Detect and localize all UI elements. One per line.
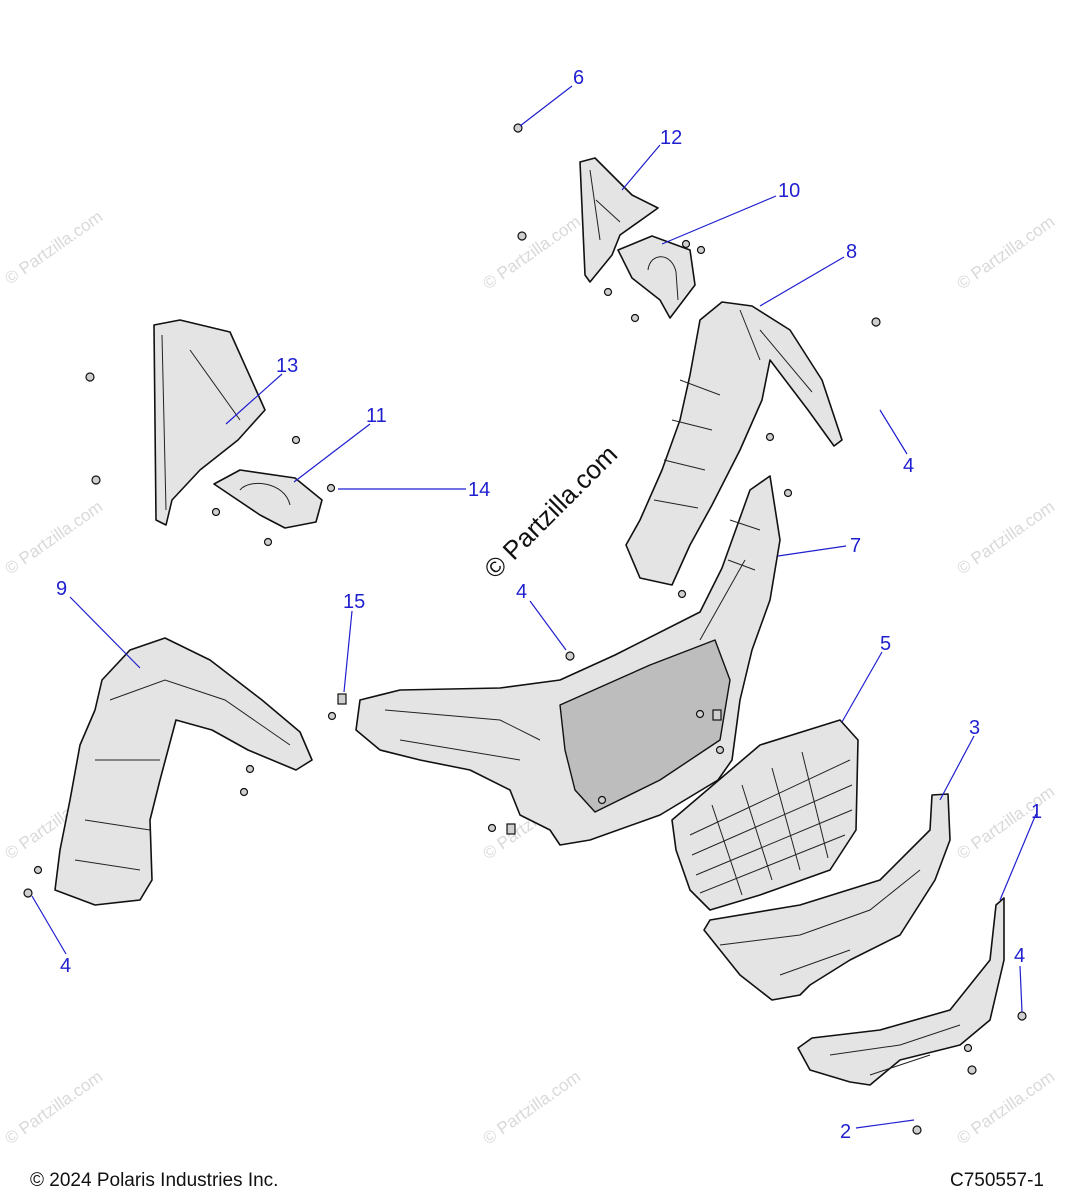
fastener <box>695 709 705 719</box>
leader-7 <box>777 545 847 557</box>
callout-7: 7 <box>850 535 861 557</box>
clip-nut <box>337 693 347 705</box>
fastener <box>517 231 527 241</box>
leader-4c <box>31 895 67 955</box>
callout-4-right-lower: 4 <box>1014 945 1025 967</box>
drawing-id: C750557-1 <box>949 1170 1044 1191</box>
leader-11 <box>293 423 371 483</box>
part-13-bracket <box>153 319 266 526</box>
leader-5 <box>841 651 883 723</box>
fastener <box>239 787 249 797</box>
part-7-frame <box>355 475 781 846</box>
fastener <box>33 865 43 875</box>
callout-labels: 6 12 10 8 13 11 14 4 7 9 15 4 5 3 1 4 4 … <box>56 67 1042 1143</box>
leader-4b <box>529 600 567 651</box>
leader-15 <box>343 610 353 693</box>
callout-13: 13 <box>276 355 298 377</box>
leader-13 <box>225 373 283 425</box>
leader-6 <box>519 85 573 127</box>
fastener <box>871 317 881 327</box>
part-9-fender <box>54 637 313 906</box>
fastener <box>263 537 273 547</box>
watermark-tile: © Partzilla.com <box>479 212 584 293</box>
fastener <box>963 1043 973 1053</box>
fastener <box>967 1065 977 1075</box>
fastener <box>912 1125 922 1135</box>
watermark-tile: © Partzilla.com <box>953 1067 1058 1148</box>
watermark-tile: © Partzilla.com <box>1 1067 106 1148</box>
fastener <box>715 745 725 755</box>
fasteners <box>23 123 1027 1135</box>
fastener <box>326 483 336 493</box>
fastener <box>245 764 255 774</box>
fastener <box>565 651 575 661</box>
watermark-tile: © Partzilla.com <box>479 1067 584 1148</box>
leader-12 <box>621 144 661 191</box>
watermark-tile: © Partzilla.com <box>953 212 1058 293</box>
fastener <box>603 287 613 297</box>
callout-4-right-upper: 4 <box>903 455 914 477</box>
callout-15: 15 <box>343 591 365 613</box>
part-5-grille <box>671 719 859 911</box>
fastener <box>597 795 607 805</box>
watermark-tile: © Partzilla.com <box>1 497 106 578</box>
part-8-fender <box>625 301 843 586</box>
watermark-tile: © Partzilla.com <box>953 497 1058 578</box>
fastener <box>630 313 640 323</box>
fastener <box>677 589 687 599</box>
part-12-bracket <box>579 157 659 283</box>
callout-8: 8 <box>846 241 857 263</box>
fastener <box>765 432 775 442</box>
part-1-skid <box>797 897 1005 1086</box>
part-10-plate <box>617 235 696 319</box>
callout-2: 2 <box>840 1121 851 1143</box>
leader-3 <box>939 735 975 801</box>
callout-12: 12 <box>660 127 682 149</box>
watermark-center: © Partzilla.com <box>478 439 623 584</box>
leader-2 <box>855 1119 915 1129</box>
copyright-text: © 2024 Polaris Industries Inc. <box>30 1170 279 1191</box>
callout-5: 5 <box>880 633 891 655</box>
watermark-tile: © Partzilla.com <box>953 782 1058 863</box>
callout-4-center: 4 <box>516 581 527 603</box>
callout-6: 6 <box>573 67 584 89</box>
watermark-tile: © Partzilla.com <box>1 207 106 288</box>
fastener <box>85 372 95 382</box>
fastener <box>23 888 33 898</box>
fastener <box>1017 1011 1027 1021</box>
leader-4d <box>1019 965 1023 1013</box>
callout-3: 3 <box>969 717 980 739</box>
fastener <box>783 488 793 498</box>
fastener <box>681 239 691 249</box>
part-11-plate <box>213 469 323 529</box>
leader-lines <box>31 85 1037 1129</box>
part-3-fascia <box>703 793 951 1001</box>
callout-1: 1 <box>1031 801 1042 823</box>
fastener <box>91 475 101 485</box>
leader-8 <box>759 256 845 307</box>
fastener <box>487 823 497 833</box>
leader-9 <box>69 596 141 669</box>
callout-14: 14 <box>468 479 490 501</box>
clip-nut <box>506 823 516 835</box>
callout-9: 9 <box>56 578 67 600</box>
callout-10: 10 <box>778 180 800 202</box>
fastener <box>327 711 337 721</box>
callout-11: 11 <box>366 405 387 427</box>
fastener <box>211 507 221 517</box>
leader-1 <box>999 813 1037 901</box>
leader-10 <box>661 195 777 245</box>
fastener <box>696 245 706 255</box>
callout-4-left-lower: 4 <box>60 955 71 977</box>
fastener <box>291 435 301 445</box>
clip-nut <box>712 709 722 721</box>
leader-4a <box>879 409 908 455</box>
